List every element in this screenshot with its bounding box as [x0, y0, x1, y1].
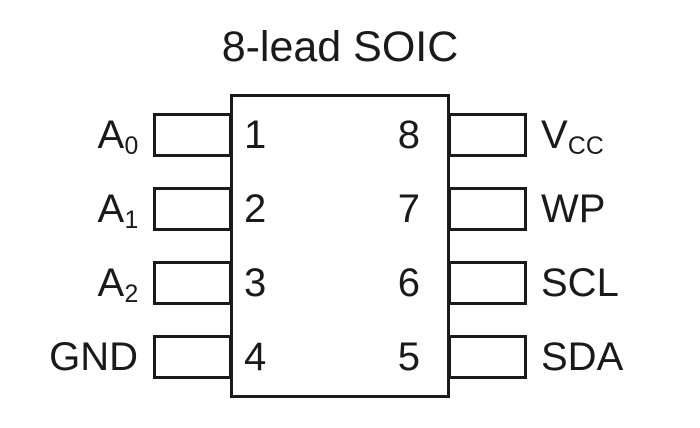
- lead-pad-pin-6: [448, 261, 527, 305]
- pin-number-1: 1: [244, 113, 267, 157]
- pin-number-7: 7: [397, 187, 420, 231]
- signal-label-subscript: 1: [124, 207, 139, 235]
- signal-label-a0: A0: [0, 113, 139, 161]
- signal-label-wp: WP: [541, 187, 605, 231]
- package-body-outline: [230, 94, 450, 398]
- signal-label-base: WP: [541, 187, 606, 231]
- lead-pad-pin-5: [448, 335, 527, 379]
- lead-pad-pin-7: [448, 187, 527, 231]
- signal-label-sda: SDA: [541, 335, 623, 379]
- lead-pad-pin-2: [153, 187, 232, 231]
- diagram-title-text: 8-lead SOIC: [221, 23, 459, 71]
- signal-label-base: A: [97, 187, 125, 231]
- signal-label-vcc: VCC: [541, 113, 604, 161]
- signal-label-base: A: [97, 261, 125, 305]
- lead-pad-pin-8: [448, 113, 527, 157]
- signal-label-base: GND: [49, 335, 138, 379]
- pin-number-5: 5: [397, 335, 420, 379]
- signal-label-subscript: CC: [567, 133, 604, 161]
- pin-number-2: 2: [244, 187, 267, 231]
- signal-label-a1: A1: [0, 187, 139, 235]
- lead-pad-pin-3: [153, 261, 232, 305]
- signal-label-subscript: 0: [124, 133, 139, 161]
- signal-label-base: A: [97, 113, 125, 157]
- signal-label-gnd: GND: [0, 335, 138, 379]
- signal-label-base: SCL: [541, 261, 619, 305]
- signal-label-a2: A2: [0, 261, 139, 309]
- signal-label-base: V: [541, 113, 568, 157]
- signal-label-scl: SCL: [541, 261, 619, 305]
- pin-number-4: 4: [244, 335, 267, 379]
- lead-pad-pin-1: [153, 113, 232, 157]
- signal-label-base: SDA: [541, 335, 624, 379]
- pin-number-8: 8: [397, 113, 420, 157]
- pin-number-3: 3: [244, 261, 267, 305]
- pin-number-6: 6: [397, 261, 420, 305]
- lead-pad-pin-4: [153, 335, 232, 379]
- signal-label-subscript: 2: [124, 281, 139, 309]
- diagram-title: 8-lead SOIC: [0, 22, 700, 72]
